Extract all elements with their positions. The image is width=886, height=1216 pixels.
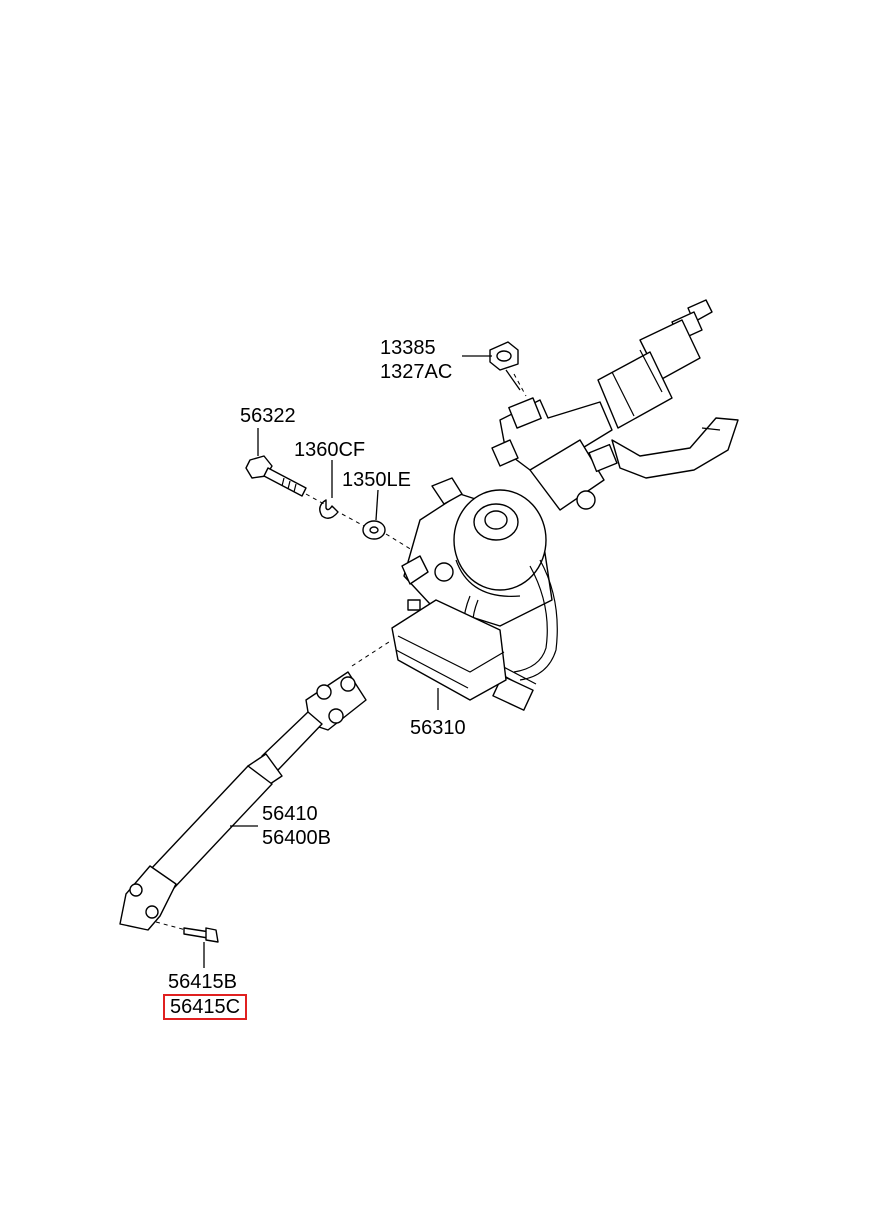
label-56410[interactable]: 56410 (262, 803, 318, 825)
label-56415b[interactable]: 56415B (168, 971, 237, 993)
label-1360cf[interactable]: 1360CF (294, 439, 366, 461)
label-1350le[interactable]: 1350LE (342, 469, 411, 491)
label-56310[interactable]: 56310 (410, 717, 466, 739)
leader-lines (203, 355, 521, 968)
eps-motor-unit (401, 477, 558, 711)
intermediate-shaft (119, 671, 367, 931)
nut-13385 (489, 341, 519, 371)
ecu-housing (391, 599, 507, 701)
washer-1350le (362, 520, 386, 540)
bolt-56415 (183, 927, 219, 943)
steering-column-assembly (491, 299, 739, 511)
label-13385[interactable]: 13385 (380, 337, 436, 359)
label-56415c-highlighted[interactable]: 56415C (163, 994, 248, 1020)
clip-1360cf (319, 499, 339, 519)
assembly-dash-lines (155, 373, 527, 931)
label-56322[interactable]: 56322 (240, 405, 296, 427)
bolt-56322 (245, 455, 307, 497)
label-1327ac[interactable]: 1327AC (380, 361, 453, 383)
label-56400b[interactable]: 56400B (262, 827, 331, 849)
